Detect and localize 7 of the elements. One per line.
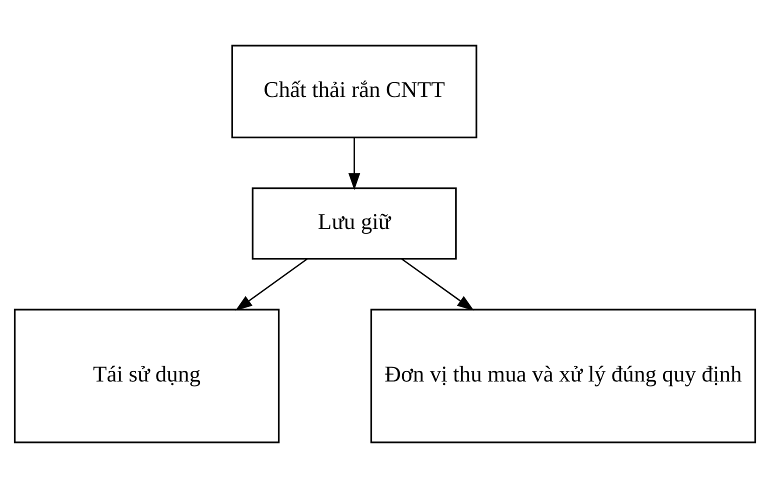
node-box: Lưu giữ <box>251 187 456 260</box>
node-box: Tái sử dụng <box>13 308 280 444</box>
node-box: Chất thải rắn CNTT <box>230 44 477 138</box>
arrow <box>234 258 308 311</box>
node-box: Đơn vị thu mua và xử lý đúng quy định <box>370 308 756 444</box>
arrow <box>400 258 474 311</box>
arrow <box>348 138 360 190</box>
